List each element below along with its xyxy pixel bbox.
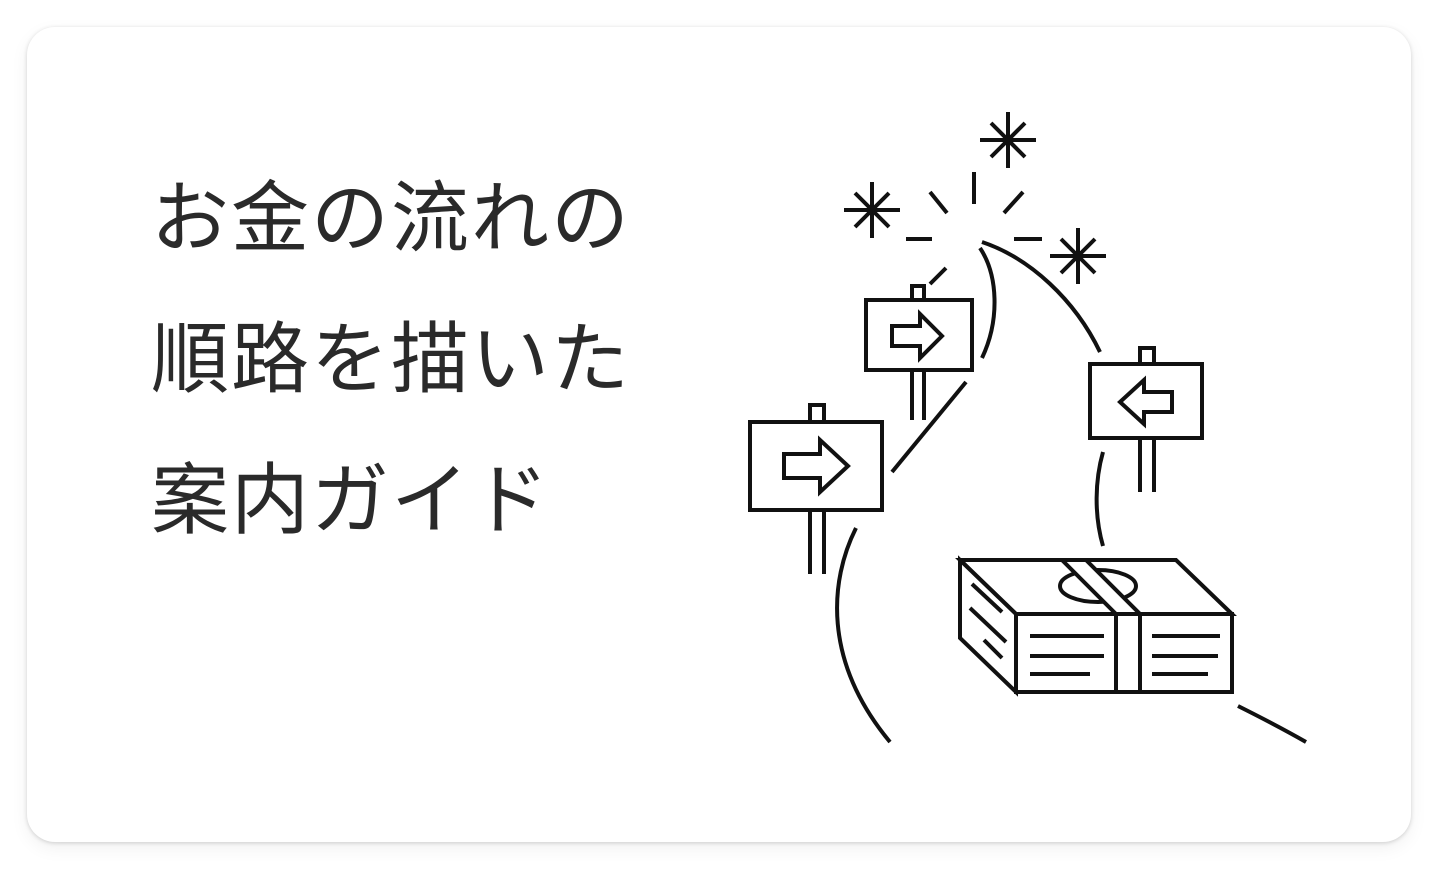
signpost-right-arrow-icon: [748, 403, 884, 574]
money-bundle-icon: [955, 555, 1237, 697]
money-flow-illustration: [748, 112, 1307, 744]
sparkle-icon: [844, 182, 900, 238]
signpost-right-arrow-icon: [864, 284, 974, 420]
burst-rays-icon: [906, 172, 1042, 286]
sparkle-icon: [980, 112, 1036, 168]
headline-line-1: お金の流れの: [151, 174, 632, 264]
signpost-left-arrow-icon: [1088, 346, 1204, 492]
headline-line-3: 案内ガイド: [151, 456, 552, 546]
winding-path-icon: [835, 240, 1307, 744]
sparkle-icon: [1050, 228, 1106, 284]
headline: お金の流れの 順路を描いた 案内ガイド: [151, 149, 631, 572]
headline-line-2: 順路を描いた: [151, 315, 632, 405]
